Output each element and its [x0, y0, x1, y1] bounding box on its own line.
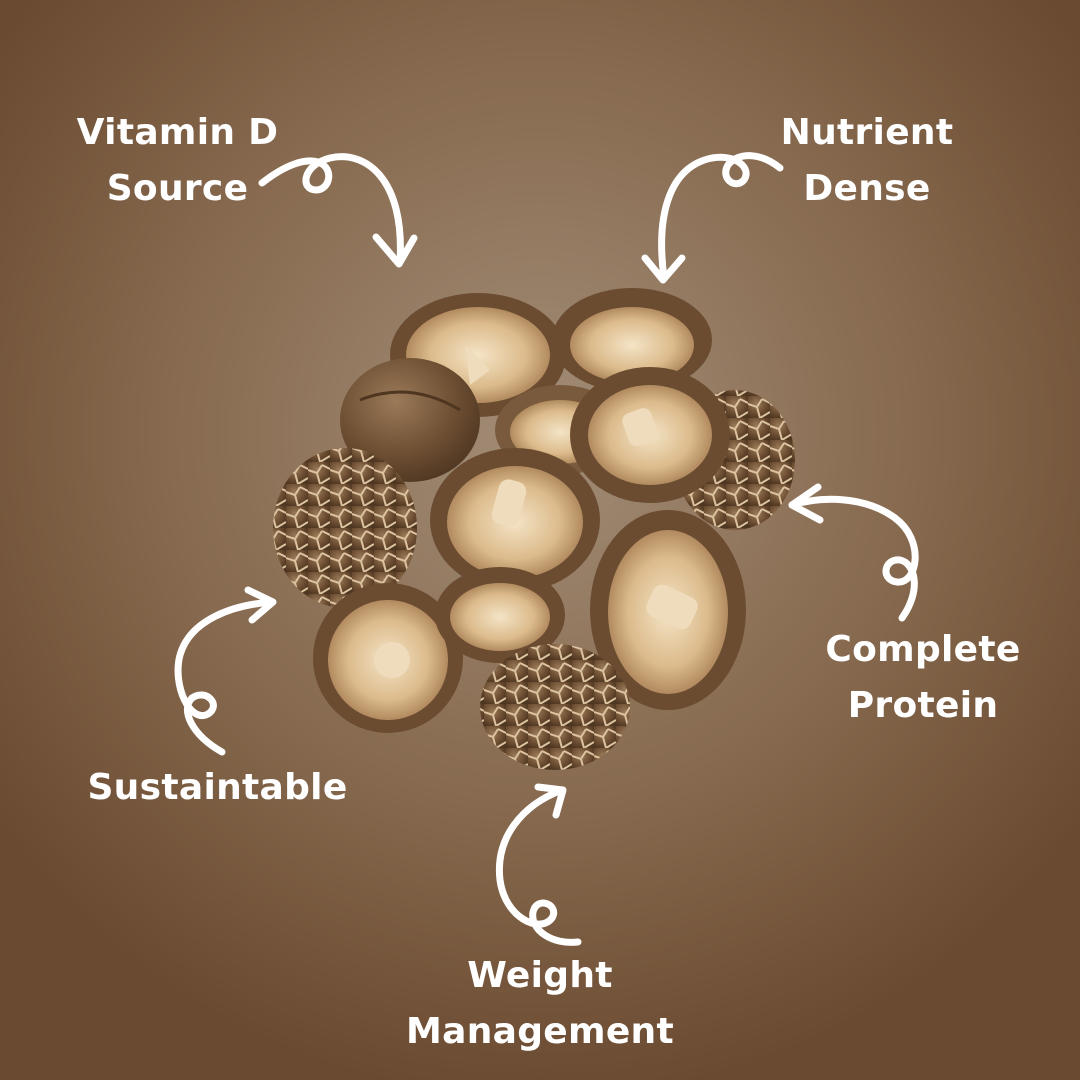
- label-line: Complete: [825, 629, 1021, 670]
- label-line: Sustaintable: [87, 767, 348, 808]
- label-line: Weight: [467, 955, 613, 996]
- mushroom-crackled-cap: [273, 448, 417, 608]
- mushroom-lower-center: [435, 567, 565, 663]
- mushroom-center: [430, 448, 600, 592]
- label-line: Management: [406, 1011, 674, 1052]
- label-complete-protein: Complete Protein: [812, 622, 1034, 734]
- mushroom-bottom-cap: [480, 644, 630, 770]
- mushroom-left-cap: [340, 358, 480, 482]
- label-line: Dense: [803, 168, 931, 209]
- label-vitamin-d-source: Vitamin D Source: [60, 105, 295, 217]
- label-nutrient-dense: Nutrient Dense: [762, 105, 972, 217]
- mushroom-lower-left: [313, 583, 463, 733]
- label-line: Source: [106, 168, 249, 209]
- label-weight-management: Weight Management: [390, 948, 690, 1060]
- label-sustainable: Sustaintable: [75, 760, 360, 816]
- label-line: Protein: [847, 685, 999, 726]
- mushroom-upper-right-gills: [570, 367, 730, 503]
- label-line: Nutrient: [780, 112, 954, 153]
- mushroom-top-right: [552, 288, 712, 392]
- mushroom-right-gills: [590, 510, 746, 710]
- label-line: Vitamin D: [76, 112, 279, 153]
